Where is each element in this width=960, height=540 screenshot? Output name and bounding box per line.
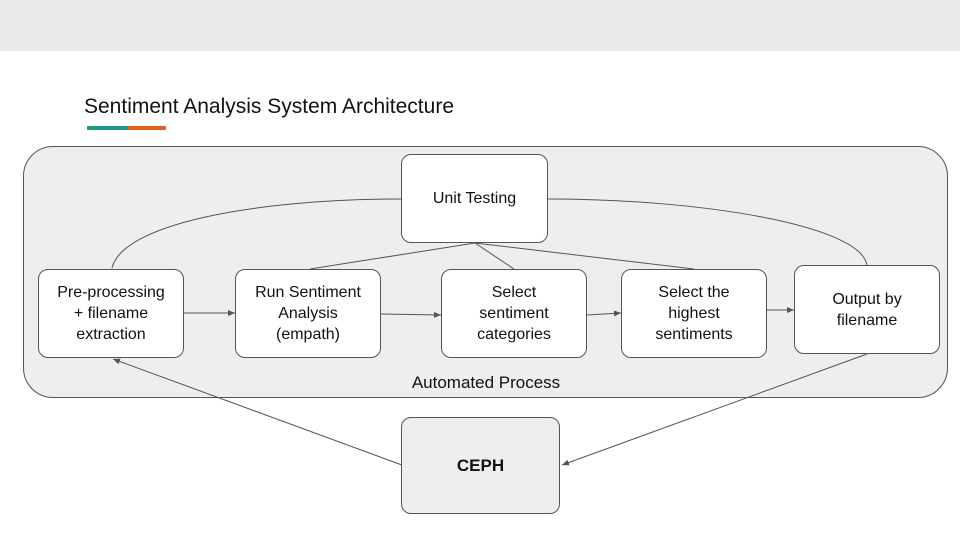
connector-unit-testing-preprocessing xyxy=(111,198,403,269)
connector-unit-testing-output xyxy=(547,198,868,266)
connector-unit-testing-run-sentiment xyxy=(309,242,476,270)
node-ceph-storage-label: CEPH xyxy=(456,456,505,475)
connector-unit-testing-select-highest xyxy=(474,242,695,270)
node-unit-testing: Unit Testing xyxy=(401,154,548,243)
automated-process-label: Automated Process xyxy=(411,373,561,392)
title-accent-bar-teal xyxy=(87,126,127,130)
connector-unit-testing-select-categories xyxy=(474,242,515,270)
node-select-categories-label: Select sentiment categories xyxy=(477,284,551,343)
slide-header-band xyxy=(0,0,960,51)
arrow-select-categories-to-select-highest xyxy=(586,310,622,317)
node-output-label: Output by filename xyxy=(832,290,902,329)
node-run-sentiment-label: Run Sentiment Analysis (empath) xyxy=(255,284,361,343)
node-output: Output by filename xyxy=(794,265,940,354)
node-select-highest-label: Select the highest sentiments xyxy=(655,284,733,343)
node-select-highest: Select the highest sentiments xyxy=(621,269,767,358)
node-preprocessing: Pre-processing + filename extraction xyxy=(38,269,184,358)
node-select-categories: Select sentiment categories xyxy=(441,269,587,358)
arrow-output-to-ceph xyxy=(561,353,868,466)
node-unit-testing-label: Unit Testing xyxy=(432,190,517,207)
node-preprocessing-label: Pre-processing + filename extraction xyxy=(57,284,165,343)
slide-title: Sentiment Analysis System Architecture xyxy=(84,95,454,118)
arrow-ceph-to-preprocessing xyxy=(112,358,403,466)
node-ceph-storage: CEPH xyxy=(401,417,560,514)
title-accent-bar-orange xyxy=(127,126,166,130)
node-run-sentiment: Run Sentiment Analysis (empath) xyxy=(235,269,381,358)
arrow-run-sentiment-to-select-categories xyxy=(380,311,442,318)
